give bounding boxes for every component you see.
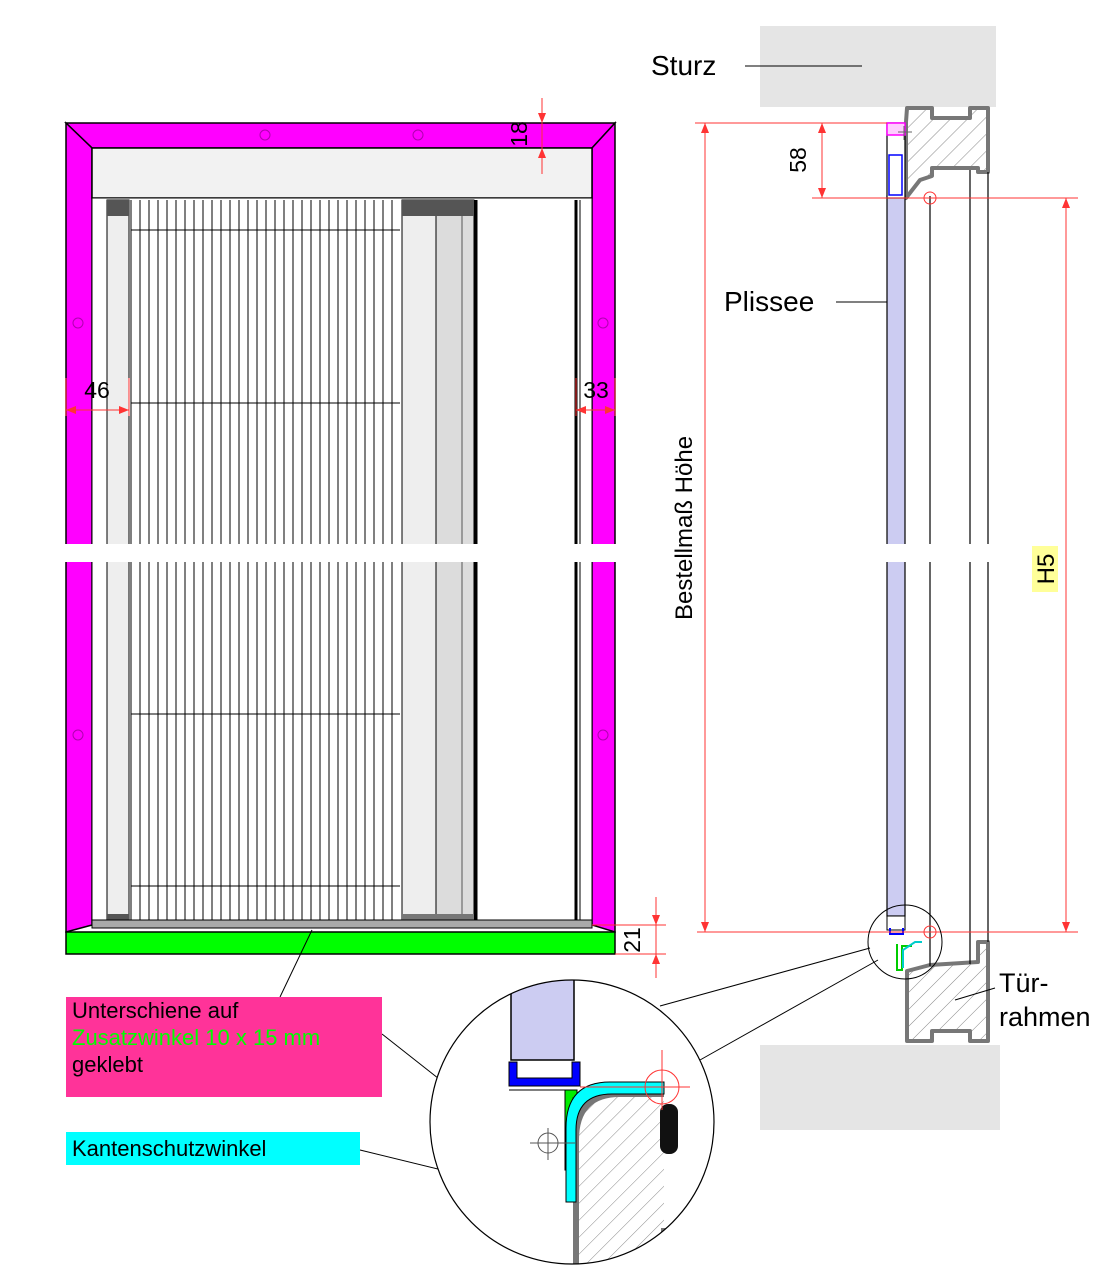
- side-section: Sturz: [651, 26, 1091, 1130]
- zoom-door-frame: [576, 1094, 664, 1264]
- frame-screw-marks: [72, 129, 609, 741]
- callout-unterschiene-line2: Zusatzwinkel 10 x 15 mm: [72, 1025, 321, 1050]
- callout-kantenschutzwinkel-label: Kantenschutzwinkel: [72, 1136, 267, 1161]
- top-cassette: [91, 147, 593, 199]
- dimension-order-height: Bestellmaß Höhe: [671, 122, 930, 933]
- section-break-gap: [880, 544, 995, 562]
- label-tuerrahmen-1: Tür-: [999, 968, 1049, 998]
- bottom-rail-section: [886, 915, 922, 971]
- dim-label-18: 18: [506, 121, 532, 147]
- dimension-bottom-rail: 21: [592, 897, 666, 978]
- zoom-gasket: [660, 1104, 678, 1154]
- dim-label-33: 33: [583, 377, 609, 403]
- zoom-plissee-fabric: [510, 980, 575, 1061]
- zoom-screw: [530, 1128, 575, 1160]
- break-gap: [55, 544, 630, 562]
- dim-label-58: 58: [785, 147, 811, 173]
- dimension-h5: H5: [812, 197, 1078, 933]
- h5-highlight: [1032, 546, 1058, 592]
- dimension-left-profile: 46: [65, 377, 130, 416]
- door-leaf: [929, 170, 989, 966]
- bottom-rail: [91, 919, 593, 929]
- zusatzwinkel-angle: [65, 931, 616, 955]
- callout-unterschiene-line3: geklebt: [72, 1052, 143, 1077]
- front-view: 18 46 33 21: [55, 98, 666, 978]
- reference-mark-bottom: [923, 925, 937, 939]
- dim-label-46: 46: [84, 377, 110, 403]
- dimension-right-profile: 33: [575, 377, 616, 416]
- dimension-header-height: 58: [785, 122, 887, 198]
- zoom-bottom-rail: [508, 1061, 581, 1087]
- dimension-top-profile: 18: [506, 98, 546, 174]
- floor-wall: [760, 1045, 1000, 1130]
- label-h5: H5: [1033, 554, 1060, 585]
- zoom-detail-border: [429, 979, 715, 1265]
- zoom-detail: [429, 979, 715, 1265]
- mounting-frame: [64, 121, 617, 934]
- label-bestellmass-hoehe: Bestellmaß Höhe: [671, 436, 698, 620]
- detail-marker: [867, 904, 943, 980]
- callout-unterschiene-line1: Unterschiene auf: [72, 998, 239, 1023]
- label-plissee: Plissee: [724, 286, 814, 317]
- top-door-frame: [904, 106, 990, 200]
- tuerrahmen-profile: [905, 940, 990, 1043]
- label-tuerrahmen-2: rahmen: [999, 1002, 1091, 1032]
- callout-kantenschutzwinkel: Kantenschutzwinkel: [66, 1132, 360, 1165]
- dim-label-21: 21: [619, 927, 645, 953]
- label-sturz: Sturz: [651, 50, 716, 81]
- zoom-reference-mark: [580, 1050, 690, 1110]
- callout-unterschiene: Unterschiene auf Zusatzwinkel 10 x 15 mm…: [66, 997, 382, 1097]
- zoom-kantenschutzwinkel: [565, 1081, 665, 1203]
- reference-mark-top: [923, 191, 937, 205]
- tuerrahmen-leader: [954, 987, 996, 1001]
